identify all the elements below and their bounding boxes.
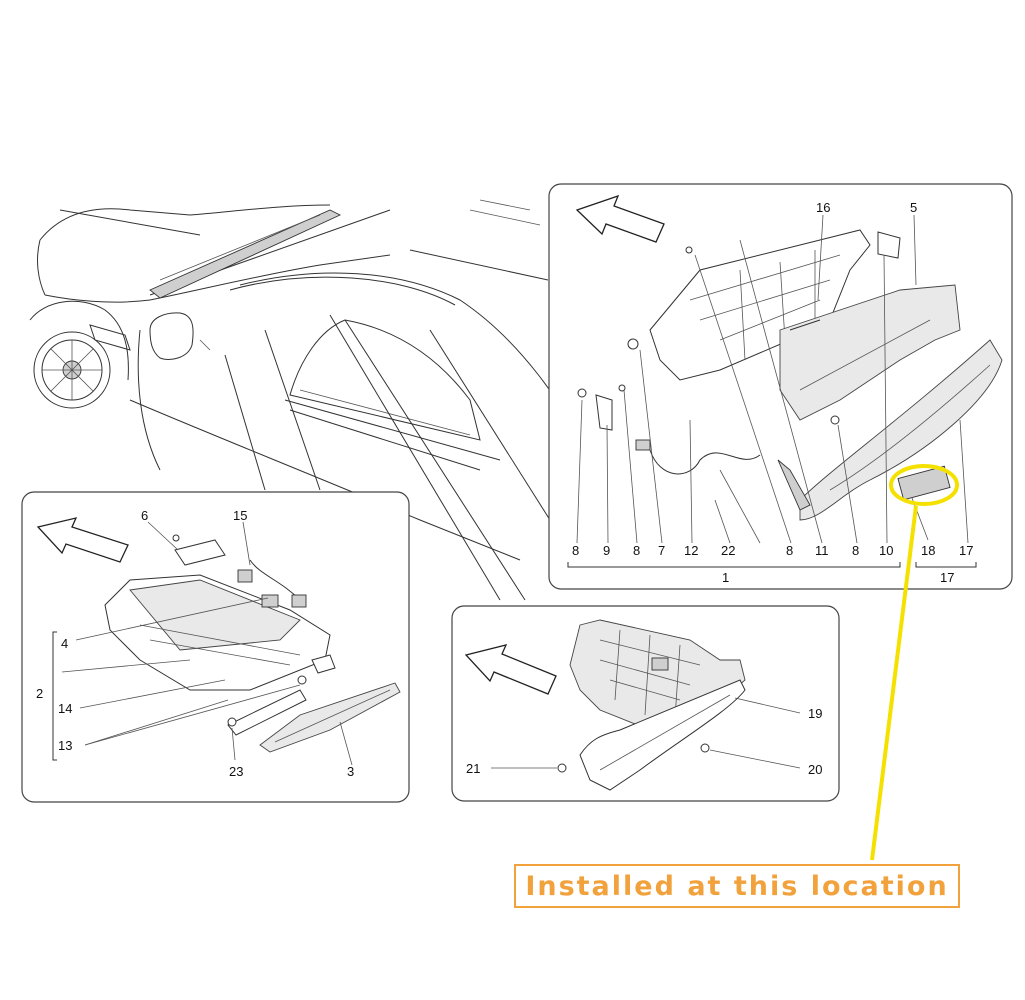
panel-bottom-middle: 19 21 20	[451, 605, 840, 802]
callout-label: 20	[808, 762, 822, 777]
callout-label: 7	[658, 543, 665, 558]
callout-label: 13	[58, 738, 72, 753]
direction-arrow-icon	[36, 517, 129, 563]
car-outline	[29, 199, 601, 601]
group-label: 17	[940, 570, 954, 585]
callout-label: 2	[36, 686, 43, 701]
callout-label: 16	[816, 200, 830, 215]
callout-label: 8	[852, 543, 859, 558]
group-label: 1	[722, 570, 729, 585]
callout-label: 12	[684, 543, 698, 558]
callout-label: 17	[959, 543, 973, 558]
callout-label: 4	[61, 636, 68, 651]
callout-label: 9	[603, 543, 610, 558]
location-callout: Installed at this location	[514, 864, 960, 908]
direction-arrow-icon	[464, 644, 557, 695]
callout-label: 22	[721, 543, 735, 558]
location-callout-text: Installed at this location	[525, 870, 949, 902]
callout-label: 10	[879, 543, 893, 558]
callout-label: 5	[910, 200, 917, 215]
callout-label: 8	[786, 543, 793, 558]
callout-label: 6	[141, 508, 148, 523]
direction-arrow-icon	[575, 194, 665, 243]
callout-label: 11	[815, 543, 829, 558]
callout-label: 3	[347, 764, 354, 779]
callout-label: 18	[921, 543, 935, 558]
callout-label: 8	[633, 543, 640, 558]
callout-label: 15	[233, 508, 247, 523]
panel-bottom-left: 6 15 4 2 14 13 23 3	[21, 491, 410, 803]
callout-label: 14	[58, 701, 72, 716]
callout-label: 8	[572, 543, 579, 558]
callout-label: 21	[466, 761, 480, 776]
panel-top-right: 16 5 8 9 8 7 12 22 8 11 8 10 18 17 1 17	[548, 183, 1013, 590]
callout-label: 23	[229, 764, 243, 779]
location-highlight	[870, 464, 959, 861]
callout-label: 19	[808, 706, 822, 721]
